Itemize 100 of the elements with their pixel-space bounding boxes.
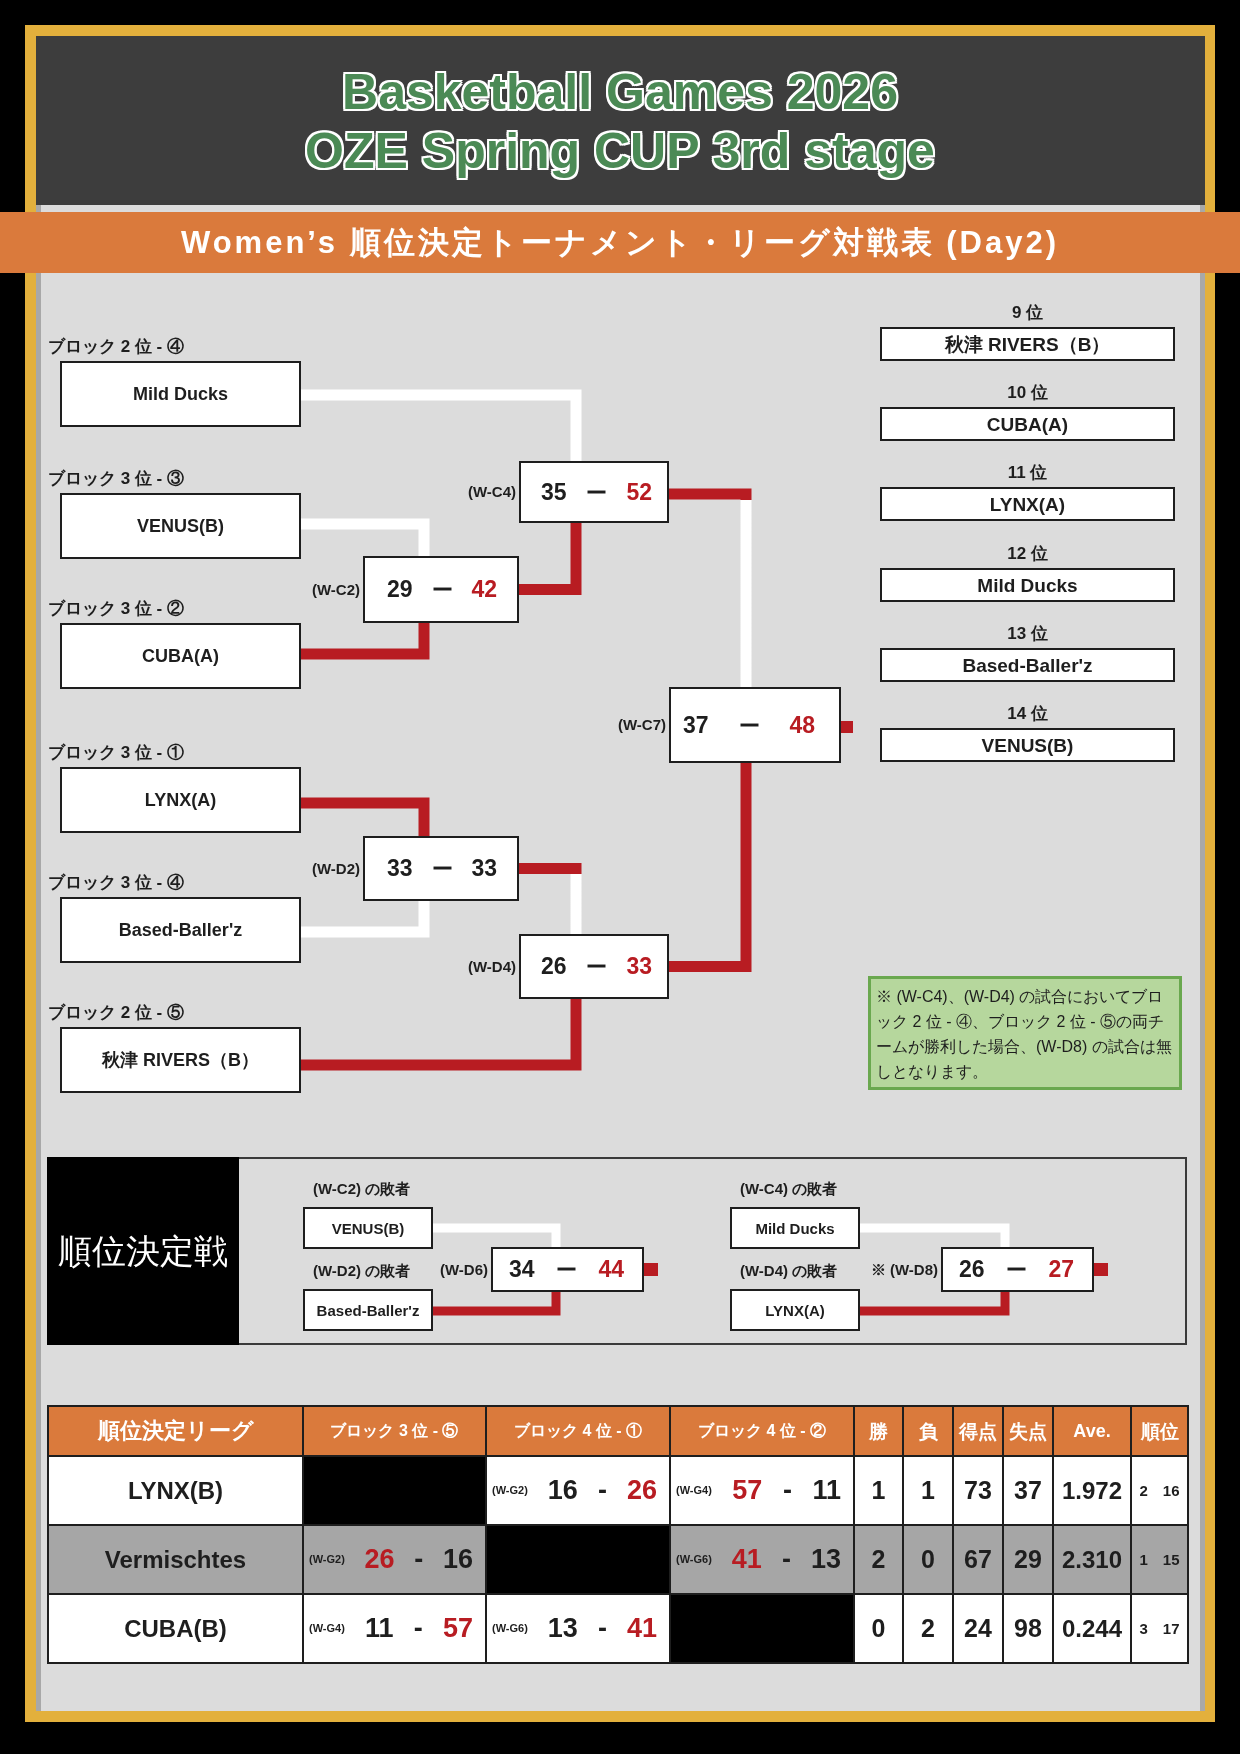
- team-cell: CUBA(B): [47, 1593, 304, 1664]
- ranking-box: CUBA(A): [880, 407, 1175, 441]
- stat-cell: 67: [952, 1524, 1004, 1595]
- stat-cell: 2.310: [1052, 1524, 1132, 1595]
- header-cell: 得点: [952, 1405, 1004, 1457]
- score-separator: -: [413, 1615, 423, 1642]
- connector-line: [301, 901, 430, 938]
- connector-line: [301, 389, 582, 461]
- rank-number: 15: [1162, 1552, 1180, 1567]
- score: 26: [959, 1258, 985, 1281]
- rank-label: 10 位: [1007, 383, 1048, 403]
- match-code: (W-G4): [676, 1485, 712, 1496]
- score-box: [519, 934, 669, 999]
- connector-line: [519, 523, 582, 595]
- stat-cell: 37: [1002, 1455, 1054, 1526]
- team-label: ブロック 3 位 - ④: [48, 872, 184, 893]
- rank-label: 14 位: [1007, 704, 1048, 724]
- stat-cell: 1: [902, 1455, 954, 1526]
- score: 57: [732, 1477, 763, 1504]
- connector-line: [669, 488, 752, 687]
- score-separator: ー: [586, 956, 607, 977]
- score: 52: [626, 480, 652, 504]
- score: 29: [387, 578, 413, 601]
- connector-line: [301, 623, 430, 660]
- score: 33: [471, 857, 497, 880]
- match-code: (W-D6): [439, 1260, 488, 1279]
- score: 11: [365, 1615, 394, 1642]
- rank-label: 12 位: [1007, 544, 1048, 564]
- match-code: (W-G2): [492, 1485, 528, 1496]
- header-cell: ブロック 4 位 - ②: [669, 1405, 855, 1457]
- score-separator: ー: [556, 1259, 577, 1280]
- stat-cell: 73: [952, 1455, 1004, 1526]
- stat-cell: 1.972: [1052, 1455, 1132, 1526]
- score: 16: [547, 1477, 578, 1504]
- rank-label: 11 位: [1007, 463, 1048, 483]
- ranking-box: 秋津 RIVERS（B）: [880, 327, 1175, 361]
- match-code: (W-C7): [617, 716, 666, 734]
- header-cell: ブロック 3 位 - ⑤: [302, 1405, 487, 1457]
- rank-number: 2: [1139, 1483, 1148, 1498]
- connector-line: [669, 763, 752, 972]
- match-code: ※ (W-D8): [870, 1260, 938, 1279]
- title: Basketball Games 2026 OZE Spring CUP 3rd stage: [304, 63, 936, 181]
- team-label: (W-D4) の敗者: [740, 1262, 838, 1280]
- score-box: [363, 556, 519, 623]
- team-box: Based-Baller'z: [60, 897, 301, 963]
- rank-number: 1: [1139, 1552, 1148, 1567]
- stat-cell: 24: [952, 1593, 1004, 1664]
- score-box: [519, 461, 669, 523]
- team-box: VENUS(B): [303, 1207, 433, 1249]
- score: 27: [1048, 1258, 1074, 1281]
- connector-line: [301, 518, 430, 556]
- score: 44: [598, 1258, 624, 1281]
- score: 26: [626, 1477, 657, 1504]
- score-separator: ー: [738, 714, 760, 736]
- score-separator: -: [597, 1615, 607, 1642]
- team-box: Mild Ducks: [60, 361, 301, 427]
- stat-cell: 0: [902, 1524, 954, 1595]
- score-separator: ー: [431, 579, 453, 600]
- rank-number: 16: [1162, 1483, 1180, 1498]
- stat-cell: 98: [1002, 1593, 1054, 1664]
- stat-cell: 0.244: [1052, 1593, 1132, 1664]
- score: 16: [442, 1546, 473, 1573]
- placement-panel: [47, 1157, 1187, 1345]
- score-separator: -: [414, 1546, 424, 1573]
- team-label: ブロック 3 位 - ①: [48, 742, 184, 763]
- match-code: (W-G4): [309, 1623, 345, 1634]
- rank-number: 17: [1162, 1621, 1180, 1636]
- rank-number: 3: [1139, 1621, 1148, 1636]
- score-separator: -: [781, 1546, 791, 1573]
- header-cell: 勝: [853, 1405, 904, 1457]
- team-label: ブロック 3 位 - ②: [48, 598, 184, 619]
- score-separator: -: [782, 1477, 792, 1504]
- match-code: (W-D4): [467, 957, 516, 976]
- team-cell: Vermischtes: [47, 1524, 304, 1595]
- score-separator: ー: [431, 858, 453, 879]
- team-box: LYNX(A): [60, 767, 301, 833]
- connector-line: [301, 999, 582, 1071]
- team-cell: LYNX(B): [47, 1455, 304, 1526]
- score: 48: [789, 713, 815, 737]
- team-label: ブロック 3 位 - ③: [48, 468, 184, 489]
- connector-line: [301, 797, 430, 836]
- score: 41: [731, 1546, 762, 1573]
- score: 33: [626, 955, 652, 978]
- score: 13: [547, 1615, 578, 1642]
- team-label: (W-C2) の敗者: [313, 1180, 411, 1198]
- stat-cell: 2: [902, 1593, 954, 1664]
- header-cell: 失点: [1002, 1405, 1054, 1457]
- score: 34: [509, 1258, 535, 1281]
- match-code: (W-G6): [492, 1623, 528, 1634]
- score: 26: [541, 955, 567, 978]
- score-box: [491, 1247, 644, 1292]
- score: 42: [471, 578, 497, 601]
- score: 57: [442, 1615, 473, 1642]
- team-box: Mild Ducks: [730, 1207, 860, 1249]
- stat-cell: 29: [1002, 1524, 1054, 1595]
- score-box: [941, 1247, 1094, 1292]
- team-box: CUBA(A): [60, 623, 301, 689]
- match-code: (W-C4): [467, 483, 516, 501]
- score: 37: [683, 713, 709, 737]
- rank-label: 13 位: [1007, 624, 1048, 644]
